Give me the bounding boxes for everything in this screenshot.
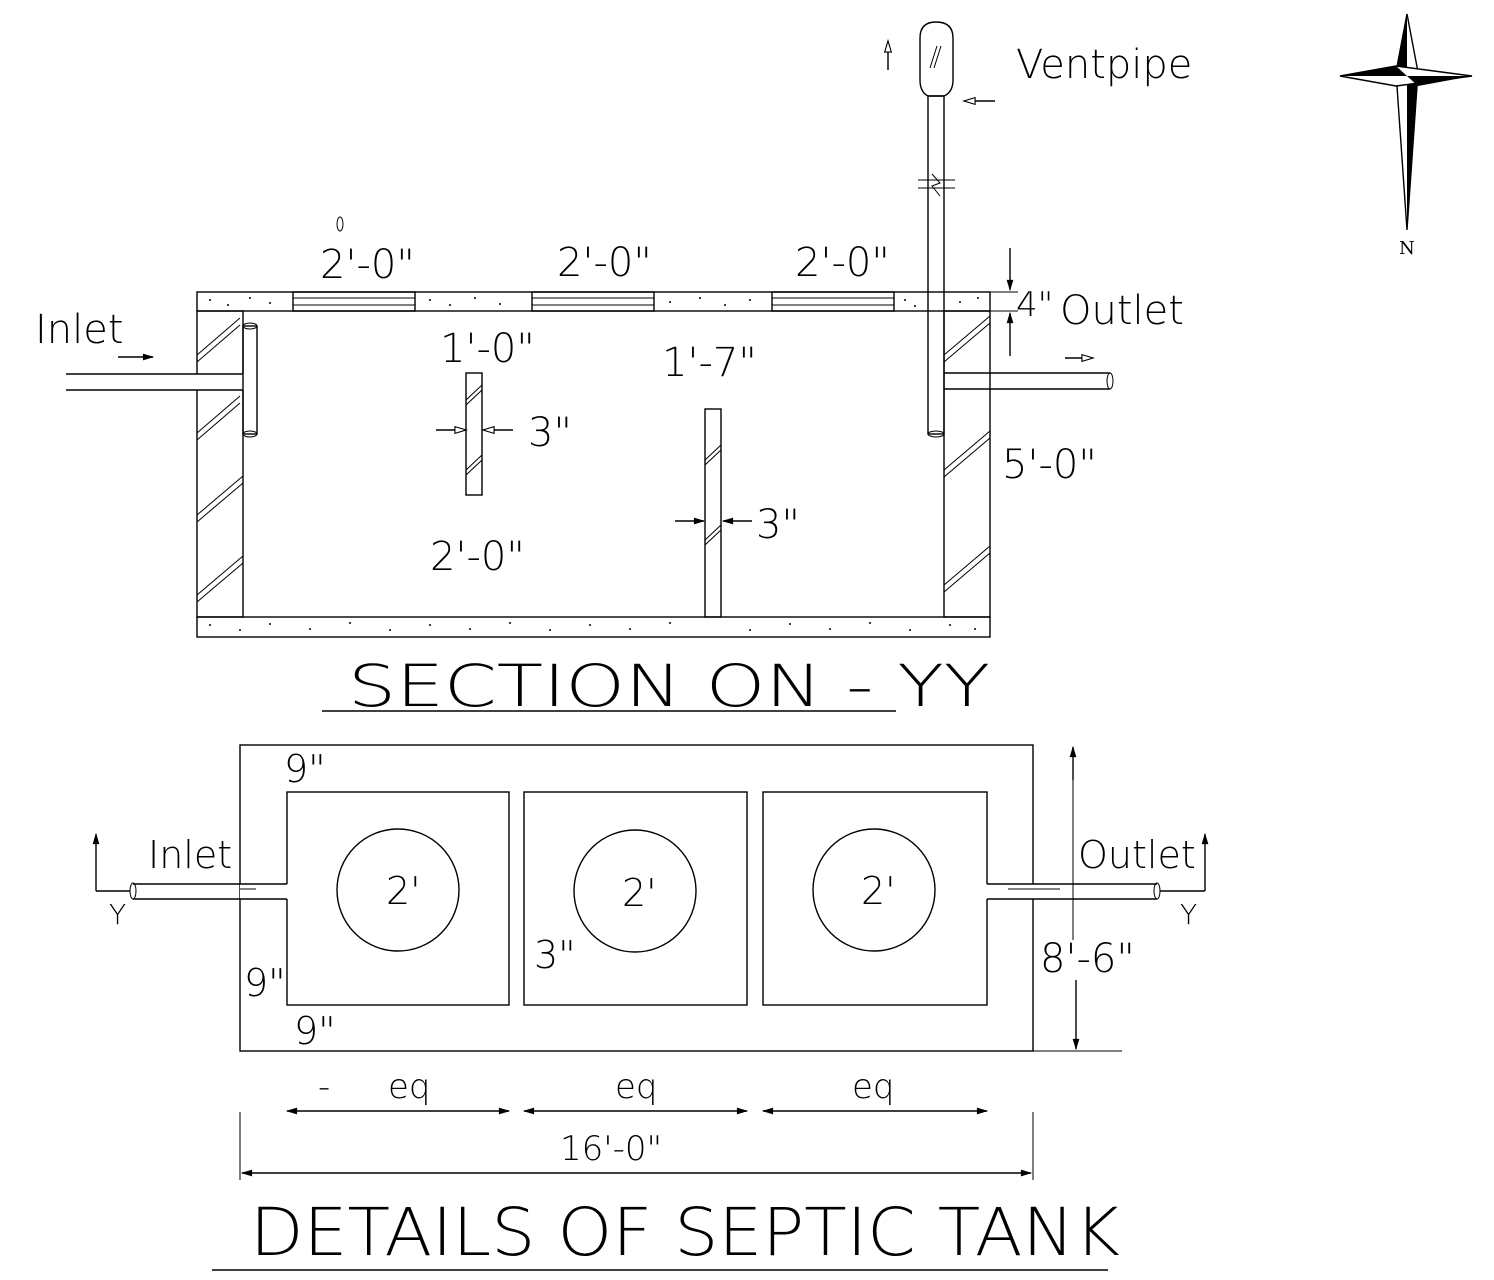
manhole-3: [812, 828, 936, 952]
bottom-slab-speckle: [209, 622, 976, 631]
baffle2-thickness-dim: 3": [756, 502, 800, 548]
north-arrow-icon: N: [1339, 13, 1473, 259]
width-dim: 8'-6": [1040, 936, 1135, 982]
manhole-3-dim: 2': [861, 869, 896, 913]
manhole-2-dim: 2': [622, 871, 657, 915]
plan-outlet-label: Outlet: [1078, 833, 1196, 877]
section-view: Inlet Outlet Ventpipe 4" 2'-0" 2'-0" 2'-…: [35, 21, 1192, 720]
section-mark-right: Y: [1180, 898, 1197, 931]
opening-mark: [336, 216, 344, 232]
manhole-1: [336, 828, 460, 952]
north-label: N: [1399, 238, 1415, 259]
baffle1-thickness-dim: 3": [528, 410, 572, 456]
opening-dim-1: 2'-0": [320, 242, 415, 288]
wall-top-dim: 9": [284, 747, 326, 791]
chamber-2-dim: eq: [615, 1067, 658, 1107]
chamber-1-dash: -: [318, 1067, 330, 1107]
baffle-wall-2: [704, 408, 722, 618]
wall-bottom-dim: 9": [294, 1009, 336, 1053]
section-outlet-label: Outlet: [1060, 288, 1184, 334]
section-title: SECTION ON - YY: [348, 652, 990, 720]
manhole-2: [573, 829, 697, 953]
length-dim: 16'-0": [560, 1129, 662, 1169]
cover-slab: [196, 291, 991, 312]
plan-inlet-label: Inlet: [148, 833, 232, 877]
vent-cowl: [919, 21, 954, 97]
plan-inlet-pipe: [129, 882, 288, 900]
manhole-1-dim: 2': [386, 869, 421, 913]
chamber-2: [523, 791, 748, 1006]
outlet-pipe: [944, 372, 1114, 390]
opening-dim-2: 2'-0": [557, 240, 652, 286]
inlet-pipe: [66, 322, 258, 438]
plan-outlet-pipe: [986, 882, 1161, 900]
right-wall: [943, 310, 991, 618]
vent-pipe: [918, 21, 955, 438]
baffle2-top-dim: 1'-7": [662, 340, 757, 386]
left-wall-hatch: [196, 317, 244, 603]
baffle1-top-dim: 1'-0": [440, 326, 535, 372]
ventpipe-label: Ventpipe: [1016, 42, 1192, 88]
baffle-wall-1: [465, 372, 483, 496]
chamber-1-dim: eq: [388, 1067, 431, 1107]
opening-dim-3: 2'-0": [795, 240, 890, 286]
cover-openings: [292, 291, 895, 312]
right-wall-hatch: [943, 315, 991, 593]
section-mark-left: Y: [109, 898, 126, 931]
bottom-slab: [196, 616, 991, 638]
wall-left-dim: 9": [244, 961, 286, 1005]
partition-wall-dim: 3": [534, 933, 576, 977]
depth-dim: 5'-0": [1002, 442, 1097, 488]
baffle1-bottom-dim: 2'-0": [430, 534, 525, 580]
slab-speckle: [209, 297, 979, 307]
cover-slab-dim: 4": [1016, 285, 1053, 325]
chamber-3-dim: eq: [852, 1067, 895, 1107]
plan-view: 2' 2' 2' Y Y Inlet Outlet 9" 9" 9" 3" 8'…: [92, 744, 1209, 1271]
plan-title: DETAILS OF SEPTIC TANK: [250, 1194, 1120, 1271]
section-inlet-label: Inlet: [35, 307, 124, 353]
left-wall: [196, 310, 244, 618]
